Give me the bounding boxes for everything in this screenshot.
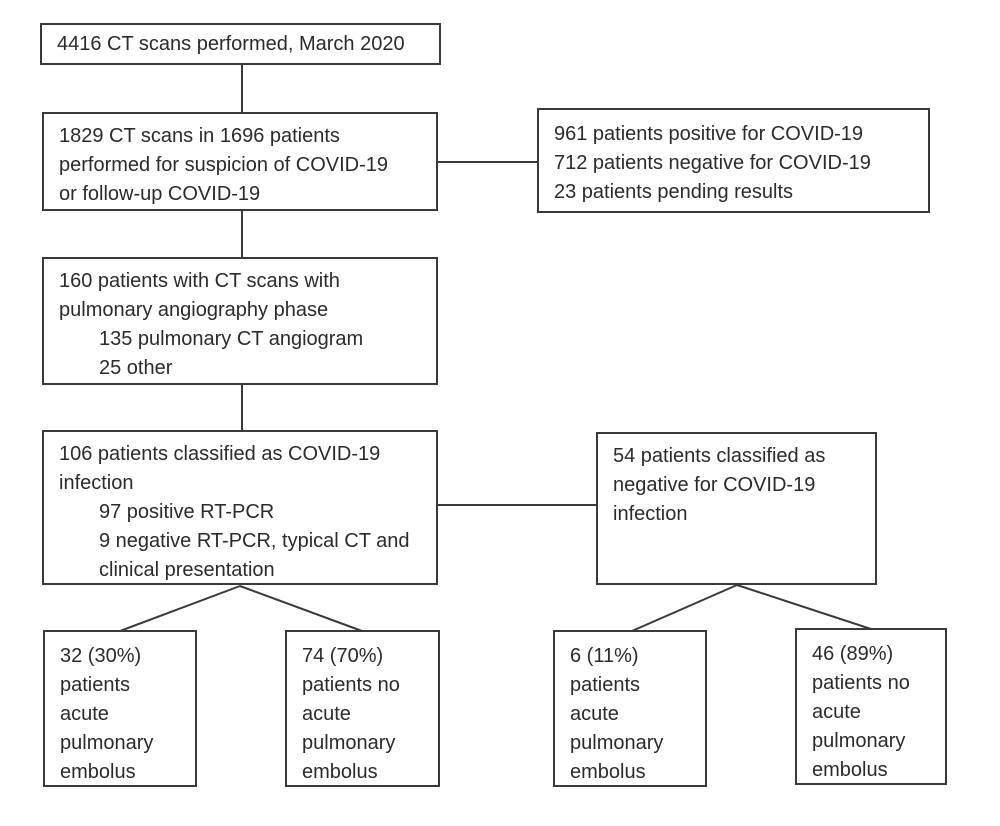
flow-box-covid-negative-group: 54 patients classified as negative for C… [596, 432, 877, 585]
box-text-line: 74 (70%) [302, 645, 384, 667]
box-text-line: pulmonary [60, 732, 154, 754]
box-text-line: pulmonary angiography phase [59, 299, 329, 321]
connector-negative-to-pe [631, 584, 738, 632]
box-text-line: performed for suspicion of COVID-19 [59, 154, 389, 176]
box-text-line: 135 pulmonary CT angiogram [99, 328, 364, 350]
flow-box-covid-test-results: 961 patients positive for COVID-19 712 p… [537, 108, 930, 213]
box-text-line: 25 other [99, 357, 173, 379]
box-text-line: infection [613, 503, 688, 525]
connector-negative-to-no-pe [736, 584, 872, 630]
box-text-line: 97 positive RT-PCR [99, 501, 275, 523]
box-text-line: 23 patients pending results [554, 181, 794, 203]
box-text-line: patients no [302, 674, 400, 696]
box-text-line: acute [570, 703, 619, 725]
box-text-line: embolus [60, 761, 136, 783]
box-text-line: embolus [570, 761, 646, 783]
box-text-line: 46 (89%) [812, 643, 894, 665]
flow-box-positive-without-pe: 74 (70%) patients no acute pulmonary emb… [285, 630, 440, 787]
flow-box-total-ct-scans: 4416 CT scans performed, March 2020 [40, 23, 441, 65]
box-text-line: patients [570, 674, 641, 696]
flow-box-positive-with-pe: 32 (30%) patients acute pulmonary embolu… [43, 630, 197, 787]
box-text-line: 4416 CT scans performed, March 2020 [57, 33, 405, 55]
flow-box-angiography-patients: 160 patients with CT scans with pulmonar… [42, 257, 438, 385]
flow-box-negative-without-pe: 46 (89%) patients no acute pulmonary emb… [795, 628, 947, 785]
connector-positive-to-pe [119, 585, 241, 632]
connector-positive-to-no-pe [239, 585, 363, 632]
flow-box-covid-suspicion-scans: 1829 CT scans in 1696 patients performed… [42, 112, 438, 211]
box-text-line: acute [60, 703, 109, 725]
box-text-line: 961 patients positive for COVID-19 [554, 123, 864, 145]
box-text-line: patients no [812, 672, 910, 694]
box-text-line: 32 (30%) [60, 645, 142, 667]
box-text-line: or follow-up COVID-19 [59, 183, 261, 205]
box-text-line: acute [812, 701, 861, 723]
box-text-line: patients [60, 674, 131, 696]
box-text-line: embolus [812, 759, 888, 781]
box-text-line: negative for COVID-19 [613, 474, 816, 496]
flow-box-covid-positive-group: 106 patients classified as COVID-19 infe… [42, 430, 438, 585]
box-text-line: pulmonary [570, 732, 664, 754]
box-text-line: 160 patients with CT scans with [59, 270, 340, 292]
box-text-line: pulmonary [812, 730, 906, 752]
box-text-line: 712 patients negative for COVID-19 [554, 152, 871, 174]
box-text-line: 106 patients classified as COVID-19 [59, 443, 381, 465]
box-text-line: clinical presentation [99, 559, 275, 581]
box-text-line: acute [302, 703, 351, 725]
box-text-line: 6 (11%) [570, 645, 639, 667]
box-text-line: embolus [302, 761, 378, 783]
box-text-line: pulmonary [302, 732, 396, 754]
box-text-line: 54 patients classified as [613, 445, 826, 467]
box-text-line: infection [59, 472, 134, 494]
box-text-line: 9 negative RT-PCR, typical CT and [99, 530, 410, 552]
flow-box-negative-with-pe: 6 (11%) patients acute pulmonary embolus [553, 630, 707, 787]
box-text-line: 1829 CT scans in 1696 patients [59, 125, 340, 147]
